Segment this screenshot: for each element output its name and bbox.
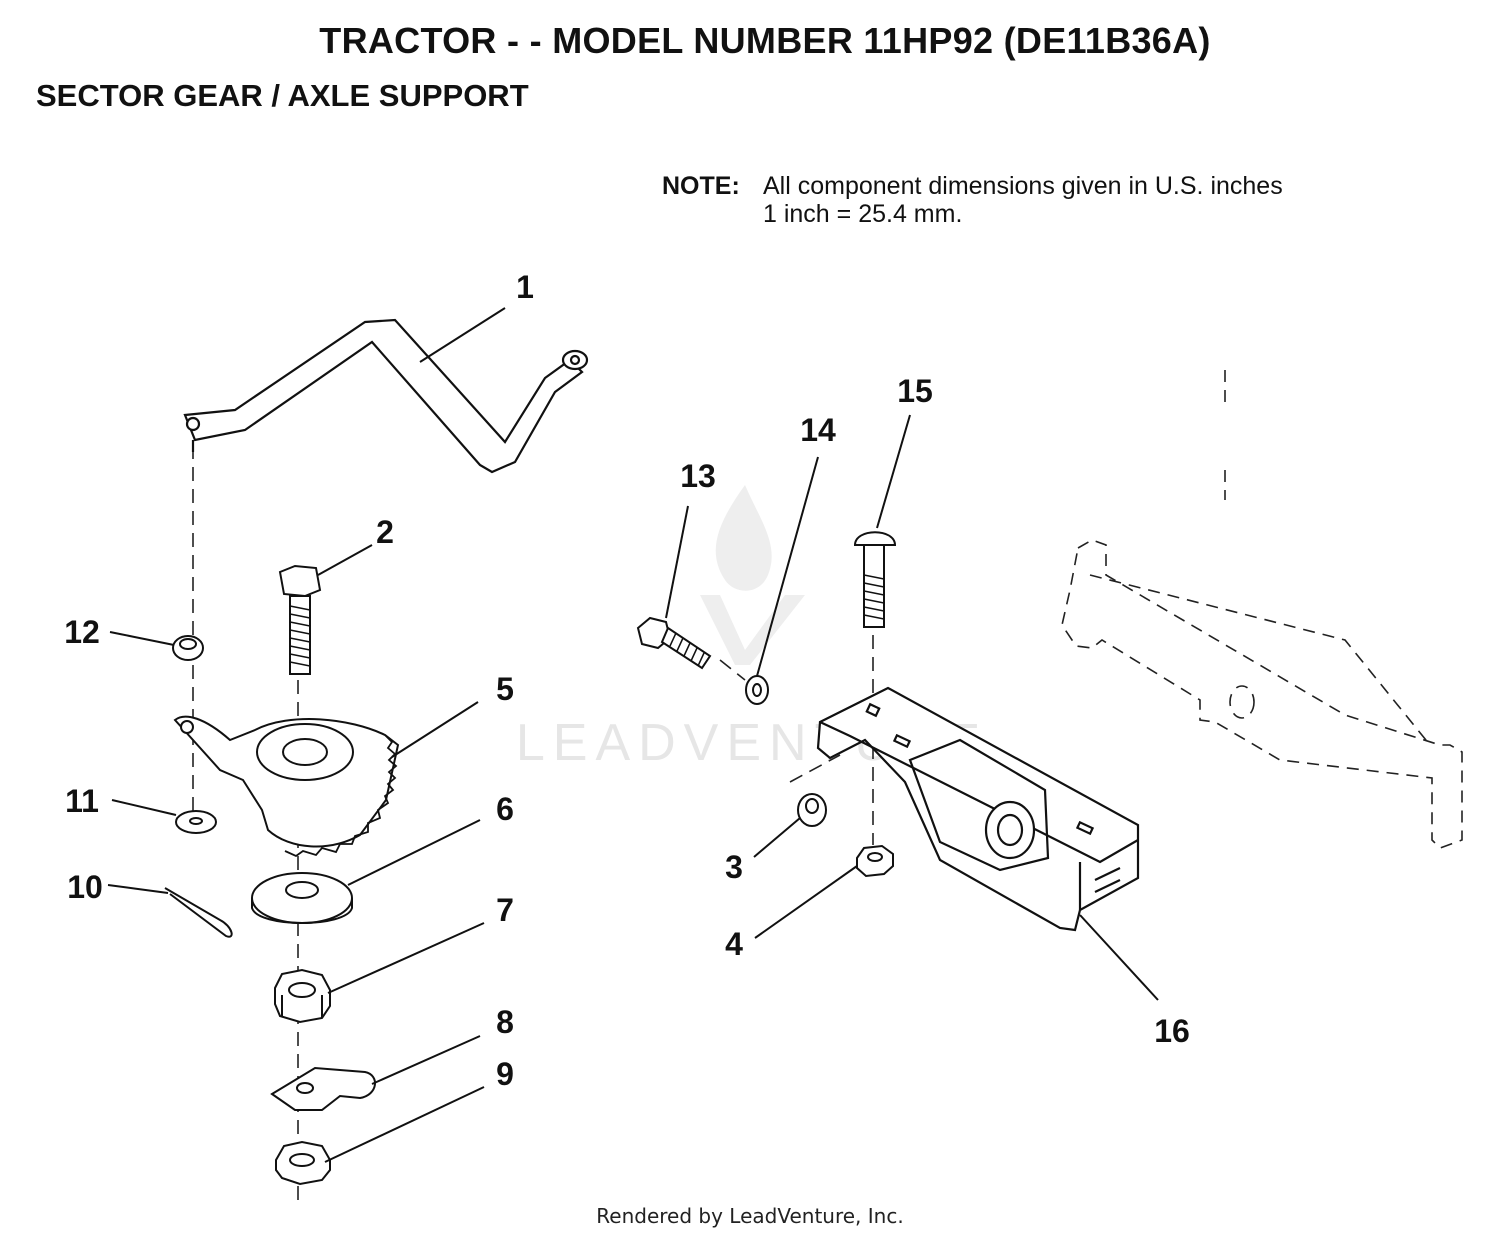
note-line-2: 1 inch = 25.4 mm. bbox=[763, 200, 963, 228]
page-title: TRACTOR - - MODEL NUMBER 11HP92 (DE11B36… bbox=[319, 20, 1211, 61]
note-text: All component dimensions given in U.S. i… bbox=[763, 172, 1283, 228]
lock-nut-part-4 bbox=[856, 844, 894, 878]
callout-13: 13 bbox=[680, 458, 716, 494]
callout-2: 2 bbox=[376, 514, 394, 550]
diagram-subtitle: SECTOR GEAR / AXLE SUPPORT bbox=[36, 78, 529, 113]
washer-part-14 bbox=[745, 675, 769, 705]
sector-gear-part-5 bbox=[173, 715, 400, 858]
callout-5: 5 bbox=[496, 671, 514, 707]
callout-6: 6 bbox=[496, 791, 514, 827]
nut-part-3 bbox=[797, 793, 827, 827]
clip-part-8 bbox=[270, 1066, 376, 1111]
callout-11: 11 bbox=[65, 783, 99, 819]
callout-10: 10 bbox=[67, 869, 103, 905]
hex-bolt-part-13 bbox=[636, 616, 712, 670]
callout-numbers: 1 2 3 4 5 6 7 8 9 10 11 12 13 14 15 16 bbox=[64, 269, 1190, 1092]
cotter-pin-part-10 bbox=[164, 887, 233, 938]
watermark-v-icon bbox=[700, 595, 805, 665]
callout-14: 14 bbox=[800, 412, 836, 448]
callout-1: 1 bbox=[516, 269, 534, 305]
callout-15: 15 bbox=[897, 373, 933, 409]
lock-nut-part-12 bbox=[172, 635, 204, 661]
callout-3: 3 bbox=[725, 849, 743, 885]
footer-credit: Rendered by LeadVenture, Inc. bbox=[596, 1204, 904, 1228]
callout-8: 8 bbox=[496, 1004, 514, 1040]
washer-part-6 bbox=[251, 872, 353, 924]
callout-12: 12 bbox=[64, 614, 100, 650]
carriage-bolt-part-15 bbox=[853, 531, 897, 628]
callout-7: 7 bbox=[496, 892, 514, 928]
nut-part-7 bbox=[274, 968, 331, 1024]
washer-part-11 bbox=[175, 810, 217, 834]
leader-lines bbox=[107, 307, 1159, 1163]
note-line-1: All component dimensions given in U.S. i… bbox=[763, 172, 1283, 200]
callout-16: 16 bbox=[1154, 1013, 1190, 1049]
axle-support-part-16 bbox=[816, 686, 1140, 932]
hex-bolt-part-2 bbox=[278, 564, 322, 675]
callout-4: 4 bbox=[725, 926, 743, 962]
nut-part-9 bbox=[275, 1140, 331, 1186]
drag-link-part-1 bbox=[183, 318, 589, 474]
callout-9: 9 bbox=[496, 1056, 514, 1092]
watermark-flame-icon bbox=[715, 485, 772, 591]
note-label: NOTE: bbox=[662, 172, 740, 200]
axle-outline bbox=[1061, 370, 1463, 849]
right-center-lines bbox=[719, 635, 874, 845]
